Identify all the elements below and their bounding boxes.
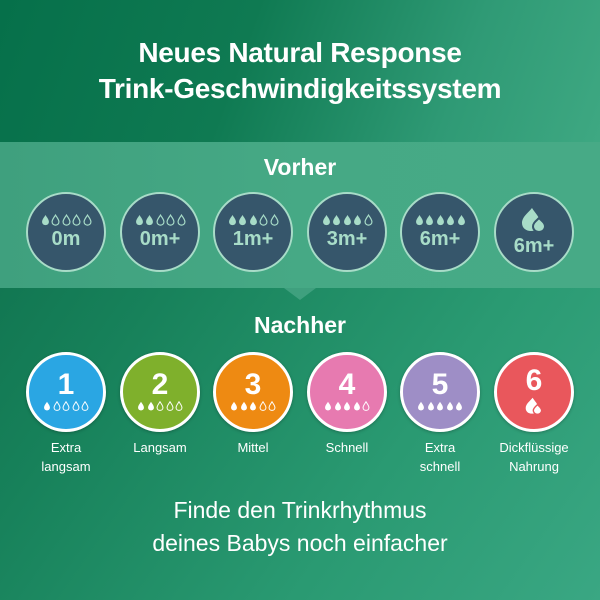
flow-5-label: Extra schnell	[385, 438, 495, 476]
flow-5-extra-fast: 5	[400, 352, 480, 432]
drops-icon	[322, 214, 373, 226]
drops-icon	[230, 401, 276, 411]
title-line-2: Trink-Geschwindigkeitssystem	[98, 73, 502, 104]
flow-number: 4	[338, 368, 356, 401]
flow-3-label: Mittel	[198, 438, 308, 457]
drops-icon	[137, 401, 183, 411]
label-line: Extra	[50, 440, 82, 455]
flow-number: 1	[57, 368, 75, 401]
drops-icon	[135, 214, 186, 226]
label-line: Schnell	[325, 440, 369, 455]
old-nipple-6m-plus-thick: 6m+	[494, 192, 574, 272]
age-label: 0m	[51, 228, 81, 250]
flow-number: 5	[431, 368, 449, 401]
after-title: Nachher	[253, 312, 347, 338]
header-banner: Neues Natural Response Trink-Geschwindig…	[0, 0, 600, 142]
age-label: 6m+	[419, 228, 461, 250]
footer-line-1: Finde den Trinkrhythmus	[173, 497, 427, 523]
drops-icon	[41, 214, 92, 226]
age-label: 6m+	[513, 235, 555, 257]
age-label: 0m+	[139, 228, 181, 250]
title-line-1: Neues Natural Response	[138, 37, 462, 68]
flow-3-medium: 3	[213, 352, 293, 432]
flow-1-extra-slow: 1	[26, 352, 106, 432]
old-nipple-0m-plus: 0m+	[120, 192, 200, 272]
down-arrow-icon	[284, 288, 316, 300]
label-line: schnell	[419, 459, 461, 474]
footer-line-2: deines Babys noch einfacher	[152, 530, 448, 556]
age-label: 1m+	[232, 228, 274, 250]
flow-4-fast: 4	[307, 352, 387, 432]
flow-2-label: Langsam	[105, 438, 215, 457]
flow-number: 2	[151, 368, 169, 401]
flow-2-slow: 2	[120, 352, 200, 432]
label-line: Mittel	[237, 440, 269, 455]
label-line: Dickflüssige	[499, 440, 569, 455]
thick-liquid-icon	[522, 208, 547, 233]
footer-tagline: Finde den Trinkrhythmus deines Babys noc…	[0, 494, 600, 560]
flow-6-label: Dickflüssige Nahrung	[479, 438, 589, 476]
old-nipple-1m-plus: 1m+	[213, 192, 293, 272]
age-label: 3m+	[326, 228, 368, 250]
flow-6-thick-food: 6	[494, 352, 574, 432]
flow-number: 3	[244, 368, 262, 401]
label-line: langsam	[41, 459, 91, 474]
flow-number: 6	[525, 364, 543, 397]
drops-icon	[43, 401, 89, 411]
before-title: Vorher	[263, 154, 337, 180]
label-line: Extra	[424, 440, 456, 455]
old-nipple-6m-plus: 6m+	[400, 192, 480, 272]
drops-icon	[324, 401, 370, 411]
flow-4-label: Schnell	[292, 438, 402, 457]
flow-1-label: Extra langsam	[11, 438, 121, 476]
label-line: Nahrung	[509, 459, 559, 474]
old-nipple-3m-plus: 3m+	[307, 192, 387, 272]
old-nipple-0m: 0m	[26, 192, 106, 272]
thick-liquid-icon	[525, 397, 543, 415]
label-line: Langsam	[133, 440, 187, 455]
drops-icon	[415, 214, 466, 226]
drops-icon	[228, 214, 279, 226]
drops-icon	[417, 401, 463, 411]
